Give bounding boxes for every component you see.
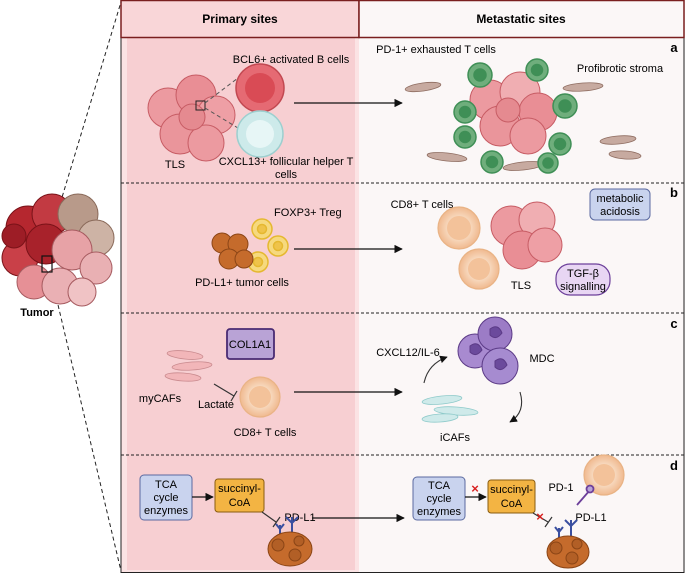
cd8-label-c: CD8+ T cells <box>234 427 297 439</box>
succinyl-coa-box-metastatic <box>487 479 536 514</box>
tgf-beta-box <box>555 263 611 296</box>
icafs-label: iCAFs <box>440 432 470 444</box>
tls-label-b: TLS <box>511 280 531 292</box>
tca-primary-2: cycle <box>153 492 178 504</box>
metastatic-header-label: Metastatic sites <box>476 12 566 26</box>
cd8-label-b: CD8+ T cells <box>391 199 454 211</box>
tca-primary-3: enzymes <box>144 505 189 517</box>
acidosis-label-2: acidosis <box>600 206 640 218</box>
pd1-label-d: PD-1 <box>548 482 573 494</box>
cxcl12-label: CXCL12/IL-6 <box>376 347 440 359</box>
pd1-exhausted-t-cells <box>453 58 578 174</box>
tca-primary-1: TCA <box>155 479 178 491</box>
succinyl-coa-box-primary <box>214 478 265 513</box>
tumor-label: Tumor <box>20 307 54 319</box>
stroma-label: Profibrotic stroma <box>577 63 664 75</box>
icafs <box>421 395 479 423</box>
tls-label-a: TLS <box>165 159 185 171</box>
mdc-to-icaf-arrow <box>509 391 523 423</box>
tumor-cell-met-d <box>546 535 590 569</box>
mdc-cells <box>457 316 519 385</box>
tls-cluster-primary <box>147 74 236 162</box>
pdl1-tumor-cells-b <box>211 232 254 270</box>
panel-a-letter: a <box>670 40 678 55</box>
succ-inhibit-primary <box>261 511 277 523</box>
pd1-receptor <box>576 484 595 506</box>
metastatic-header <box>358 0 685 39</box>
mdc-label: MDC <box>529 353 554 365</box>
panel-c-letter: c <box>670 316 677 331</box>
lactate-label: Lactate <box>198 399 234 411</box>
metabolic-acidosis-box <box>589 188 651 221</box>
cxcl13-label-1: CXCL13+ follicular helper T <box>219 156 354 168</box>
lactate-inhibit-line <box>213 383 235 397</box>
inhibit-mark-1: × <box>471 481 479 496</box>
cxcl13-label-2: cells <box>275 169 298 181</box>
inhibit-mark-2: × <box>536 509 544 524</box>
succ-primary-1: succinyl- <box>218 483 261 495</box>
primary-header-label: Primary sites <box>202 12 278 26</box>
cxcl12-arrow <box>423 355 448 384</box>
tca-met-3: enzymes <box>417 506 462 518</box>
mycafs-label: myCAFs <box>139 393 182 405</box>
foxp3-label: FOXP3+ Treg <box>274 207 342 219</box>
panel-dividers <box>121 182 684 456</box>
tgf-label-1: TGF-β <box>567 268 599 280</box>
acidosis-label-1: metabolic <box>596 193 644 205</box>
pdl1-tumor-label: PD-L1+ tumor cells <box>195 277 289 289</box>
col1a1-box <box>226 328 275 360</box>
bcl6-label: BCL6+ activated B cells <box>233 54 350 66</box>
foxp3-treg-cells <box>247 218 289 273</box>
tca-box-metastatic <box>412 476 466 521</box>
tgf-label-2: signalling <box>560 281 606 293</box>
tls-cluster-b <box>490 201 563 270</box>
tca-met-2: cycle <box>426 493 451 505</box>
profibrotic-stroma <box>404 81 642 171</box>
mycafs <box>164 350 213 382</box>
succ-primary-2: CoA <box>229 497 251 509</box>
succ-inhibit-met <box>532 512 549 523</box>
tumor-mass <box>1 193 115 307</box>
succ-met-2: CoA <box>501 498 523 510</box>
pdl1-label-primary: PD-L1 <box>284 512 315 524</box>
succ-met-1: succinyl- <box>490 484 533 496</box>
tumor-cell-primary-d <box>267 531 313 567</box>
tls-cluster-metastatic <box>469 71 558 155</box>
panel-b-letter: b <box>670 185 678 200</box>
col1a1-label: COL1A1 <box>229 339 271 351</box>
pd1-label-a: PD-1+ exhausted T cells <box>376 44 496 56</box>
pdl1-label-met: PD-L1 <box>575 512 606 524</box>
tumor-zoom-box <box>41 255 53 273</box>
panel-d-letter: d <box>670 458 678 473</box>
tca-met-1: TCA <box>428 480 451 492</box>
